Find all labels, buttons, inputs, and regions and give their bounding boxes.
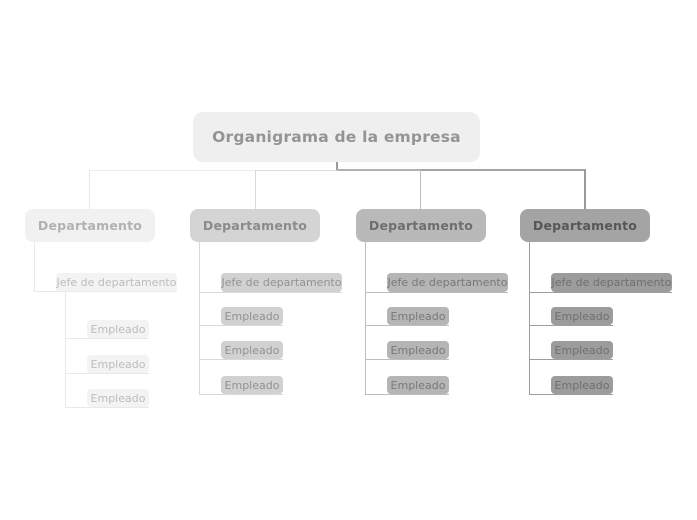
connector-elbow xyxy=(529,394,613,395)
employee-node[interactable]: Empleado xyxy=(221,307,283,325)
root-node-label: Organigrama de la empresa xyxy=(212,128,461,146)
connector-elbow xyxy=(34,291,177,292)
connector-level1-segment xyxy=(420,169,586,171)
connector-trunk xyxy=(529,242,530,394)
connector-level1-segment xyxy=(89,170,255,171)
connector-trunk xyxy=(199,242,200,394)
manager-node[interactable]: Jefe de departamento xyxy=(387,273,508,292)
department-node[interactable]: Departamento xyxy=(520,209,650,242)
employee-node[interactable]: Empleado xyxy=(387,341,449,359)
employee-label: Empleado xyxy=(224,343,280,357)
employee-node[interactable]: Empleado xyxy=(387,307,449,325)
department-label: Departamento xyxy=(202,218,308,233)
connector-elbow xyxy=(199,292,342,293)
connector-drop-department-3 xyxy=(420,170,421,209)
connector-subtrunk xyxy=(65,291,66,407)
employee-label: Empleado xyxy=(390,309,446,323)
connector-elbow xyxy=(529,325,613,326)
department-node[interactable]: Departamento xyxy=(190,209,320,242)
manager-node[interactable]: Jefe de departamento xyxy=(551,273,672,292)
connector-elbow xyxy=(365,359,449,360)
connector-elbow xyxy=(365,325,449,326)
employee-node[interactable]: Empleado xyxy=(221,376,283,394)
connector-drop-department-2 xyxy=(255,170,256,209)
employee-node[interactable]: Empleado xyxy=(87,389,149,407)
employee-label: Empleado xyxy=(90,391,146,405)
employee-label: Empleado xyxy=(224,378,280,392)
connector-trunk xyxy=(365,242,366,394)
employee-node[interactable]: Empleado xyxy=(221,341,283,359)
connector-elbow xyxy=(199,359,283,360)
employee-label: Empleado xyxy=(90,357,146,371)
connector-elbow xyxy=(529,359,613,360)
manager-label: Jefe de departamento xyxy=(387,276,508,289)
department-node[interactable]: Departamento xyxy=(356,209,486,242)
manager-label: Jefe de departamento xyxy=(56,276,177,289)
root-node[interactable]: Organigrama de la empresa xyxy=(193,112,480,162)
department-label: Departamento xyxy=(37,218,143,233)
manager-node[interactable]: Jefe de departamento xyxy=(56,273,177,292)
employee-label: Empleado xyxy=(390,378,446,392)
manager-node[interactable]: Jefe de departamento xyxy=(221,273,342,292)
employee-label: Empleado xyxy=(554,378,610,392)
connector-elbow xyxy=(199,394,283,395)
department-label: Departamento xyxy=(368,218,474,233)
employee-label: Empleado xyxy=(554,309,610,323)
employee-node[interactable]: Empleado xyxy=(87,320,149,338)
employee-node[interactable]: Empleado xyxy=(87,355,149,373)
department-label: Departamento xyxy=(532,218,638,233)
connector-elbow xyxy=(65,373,149,374)
connector-elbow xyxy=(365,292,508,293)
employee-label: Empleado xyxy=(90,322,146,336)
connector-drop-department-1 xyxy=(89,170,90,209)
employee-node[interactable]: Empleado xyxy=(551,307,613,325)
connector-trunk xyxy=(34,242,35,292)
manager-label: Jefe de departamento xyxy=(221,276,342,289)
connector-level1-segment xyxy=(255,170,337,171)
connector-elbow xyxy=(65,407,149,408)
employee-node[interactable]: Empleado xyxy=(387,376,449,394)
manager-label: Jefe de departamento xyxy=(551,276,672,289)
employee-label: Empleado xyxy=(554,343,610,357)
connector-drop-department-4 xyxy=(584,169,586,209)
connector-elbow xyxy=(65,338,149,339)
employee-node[interactable]: Empleado xyxy=(551,341,613,359)
employee-label: Empleado xyxy=(224,309,280,323)
employee-label: Empleado xyxy=(390,343,446,357)
employee-node[interactable]: Empleado xyxy=(551,376,613,394)
connector-root-stub xyxy=(336,162,338,170)
department-node[interactable]: Departamento xyxy=(25,209,155,242)
connector-elbow xyxy=(199,325,283,326)
connector-elbow xyxy=(529,292,672,293)
connector-elbow xyxy=(365,394,449,395)
connector-level1-segment xyxy=(337,169,420,171)
